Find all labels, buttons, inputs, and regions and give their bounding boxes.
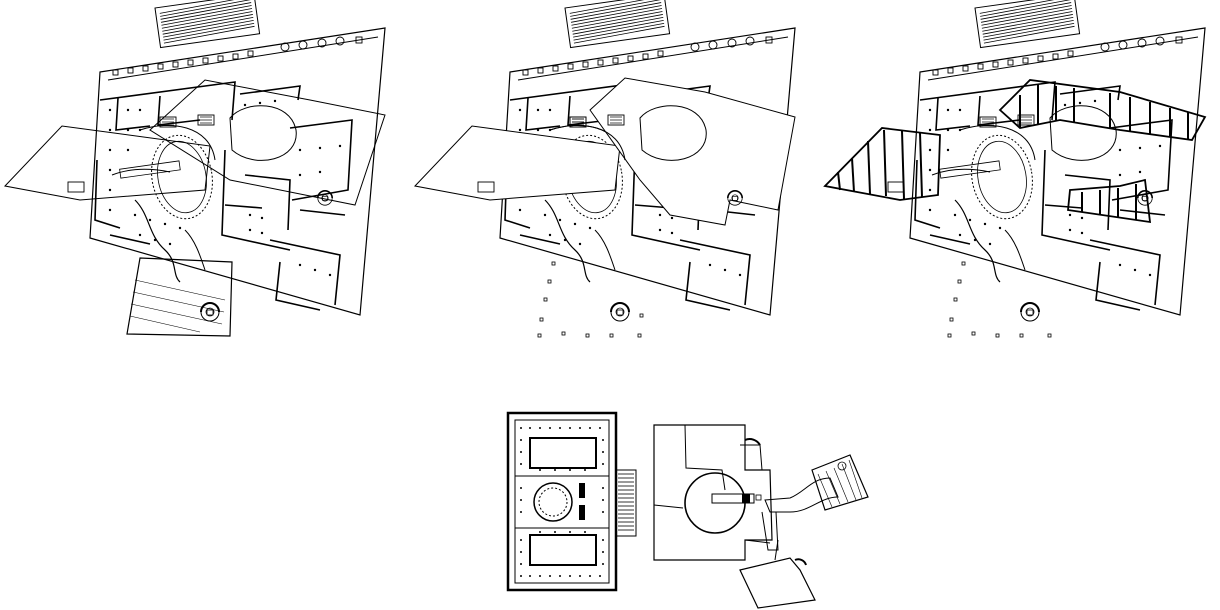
plan-comparison [506,411,869,609]
plan-overlay-1 [4,0,386,337]
plan-overlay-2 [414,0,796,338]
plan-overlay-3 [823,0,1207,338]
modern-museum-plan [653,424,869,609]
classical-museum-plan [506,411,637,592]
